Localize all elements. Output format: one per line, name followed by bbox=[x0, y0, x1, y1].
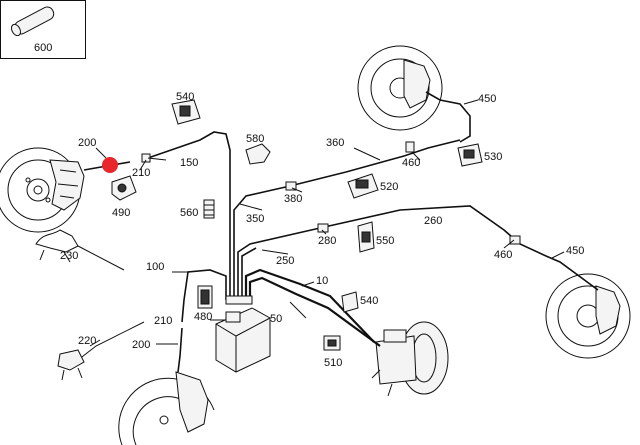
abs-hydraulic-unit[interactable] bbox=[215, 307, 271, 373]
callout-480: 480 bbox=[194, 311, 212, 323]
callout-leaders bbox=[89, 99, 565, 347]
callout-520: 520 bbox=[380, 181, 398, 193]
callout-450-top: 450 bbox=[478, 93, 496, 105]
sensor-harness-220[interactable] bbox=[57, 349, 85, 381]
brake-disc-front-left[interactable] bbox=[0, 147, 85, 233]
callout-450-bottom: 450 bbox=[566, 245, 584, 257]
part-580[interactable] bbox=[245, 143, 271, 165]
callout-380: 380 bbox=[284, 193, 302, 205]
part-510[interactable] bbox=[323, 335, 341, 351]
sensor-harness-230[interactable]: 230 bbox=[35, 229, 125, 271]
callout-600: 600 bbox=[34, 42, 52, 54]
part-560[interactable] bbox=[203, 199, 215, 219]
callout-510: 510 bbox=[324, 357, 342, 369]
callout-460-bottom: 460 bbox=[494, 249, 512, 261]
callout-530: 530 bbox=[484, 151, 502, 163]
callout-540-top: 540 bbox=[176, 91, 194, 103]
callout-540-bottom: 540 bbox=[360, 295, 378, 307]
callout-50: 50 bbox=[270, 313, 282, 325]
brake-disc-front-bottom[interactable] bbox=[118, 371, 215, 445]
callout-550: 550 bbox=[376, 235, 394, 247]
inset-part-600[interactable]: 600 bbox=[0, 0, 86, 59]
callout-labels: 540 580 360 450 200 150 210 460 530 490 … bbox=[78, 91, 584, 369]
callout-460-top: 460 bbox=[402, 157, 420, 169]
part-540-top[interactable] bbox=[171, 99, 201, 125]
part-530[interactable] bbox=[457, 143, 483, 167]
part-550[interactable] bbox=[357, 221, 375, 253]
callout-280: 280 bbox=[318, 235, 336, 247]
callout-210-bottom: 210 bbox=[154, 315, 172, 327]
part-520[interactable] bbox=[347, 173, 379, 199]
part-490[interactable] bbox=[111, 175, 137, 201]
callout-250: 250 bbox=[276, 255, 294, 267]
callout-200-top: 200 bbox=[78, 137, 96, 149]
callout-490: 490 bbox=[112, 207, 130, 219]
callout-10: 10 bbox=[316, 275, 328, 287]
callout-200-bottom: 200 bbox=[132, 339, 150, 351]
brake-booster-master-cylinder[interactable] bbox=[371, 321, 449, 397]
callout-360: 360 bbox=[326, 137, 344, 149]
callout-210-top: 210 bbox=[132, 167, 150, 179]
callout-350: 350 bbox=[246, 213, 264, 225]
callout-230: 230 bbox=[60, 250, 78, 262]
brake-lines bbox=[77, 91, 599, 373]
callout-260: 260 bbox=[424, 215, 442, 227]
callout-560: 560 bbox=[180, 207, 198, 219]
callout-580: 580 bbox=[246, 133, 264, 145]
callout-100: 100 bbox=[146, 261, 164, 273]
brake-disc-rear-top[interactable] bbox=[357, 45, 443, 131]
part-540-bottom[interactable] bbox=[341, 291, 359, 313]
brake-disc-rear-bottom[interactable] bbox=[545, 273, 631, 359]
part-480[interactable] bbox=[197, 285, 213, 309]
callout-220: 220 bbox=[78, 335, 96, 347]
highlight-marker bbox=[102, 157, 118, 173]
callout-150: 150 bbox=[180, 157, 198, 169]
fittings bbox=[141, 141, 521, 305]
